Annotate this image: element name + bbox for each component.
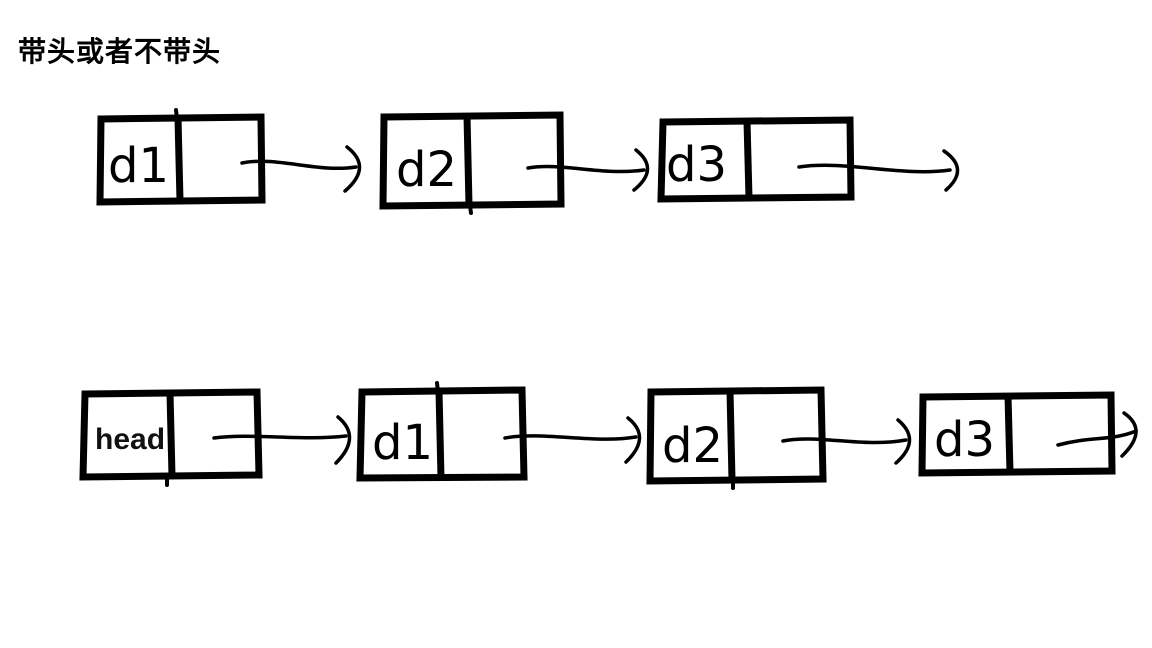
arrow-head — [624, 416, 642, 464]
arrow-head — [942, 149, 960, 192]
arrow-shaft — [240, 159, 358, 171]
node-divider — [463, 115, 473, 206]
node-label: d1 — [108, 138, 169, 194]
node-with-head-1: d1 — [356, 381, 528, 482]
node-divider — [174, 117, 184, 202]
node-label: d3 — [666, 137, 727, 193]
pen-stray-mark — [468, 204, 473, 215]
node-head: head — [79, 388, 263, 487]
node-divider — [166, 392, 176, 477]
arrow-head — [343, 145, 362, 193]
list-without-head: d1 d2 d3 — [96, 108, 960, 215]
node-box — [918, 391, 1116, 477]
node-divider — [435, 390, 445, 479]
pen-stray-mark — [435, 381, 440, 394]
node-box — [379, 111, 565, 210]
arrow-shaft — [503, 434, 638, 441]
node-label: d2 — [662, 418, 723, 474]
pointer-arrow-tail — [797, 149, 960, 192]
page-title: 带头或者不带头 — [18, 36, 222, 67]
pointer-arrow — [503, 416, 642, 464]
node-label: d3 — [934, 412, 995, 468]
node-box — [646, 386, 827, 485]
node-label: head — [95, 423, 165, 456]
node-with-head-3: d3 — [918, 391, 1116, 477]
node-divider — [1004, 395, 1014, 473]
list-with-head: head d1 — [79, 381, 1138, 490]
node-label: d1 — [372, 415, 433, 471]
arrow-head — [334, 415, 352, 465]
pointer-arrow — [526, 148, 650, 192]
node-divider — [743, 120, 753, 199]
node-label: d2 — [396, 142, 457, 198]
node-box — [96, 113, 266, 206]
node-without-head-1: d1 — [96, 108, 266, 206]
arrow-head — [1120, 411, 1138, 458]
arrow-shaft — [797, 163, 952, 174]
arrow-shaft — [781, 437, 908, 445]
pen-stray-mark — [174, 108, 179, 121]
node-with-head-2: d2 — [646, 386, 827, 490]
arrow-shaft — [1056, 429, 1138, 447]
pointer-arrow — [781, 418, 912, 465]
node-box — [79, 388, 263, 481]
arrow-shaft — [212, 434, 348, 440]
node-without-head-3: d3 — [657, 116, 855, 203]
node-box — [356, 386, 528, 482]
arrow-shaft — [526, 164, 646, 174]
node-divider — [726, 390, 736, 481]
pointer-arrow-tail — [1056, 411, 1138, 458]
pointer-arrow — [212, 415, 352, 465]
node-box — [657, 116, 855, 203]
arrow-head — [894, 418, 912, 465]
arrow-head — [632, 148, 650, 192]
pointer-arrow — [240, 145, 362, 193]
node-without-head-2: d2 — [379, 111, 565, 215]
